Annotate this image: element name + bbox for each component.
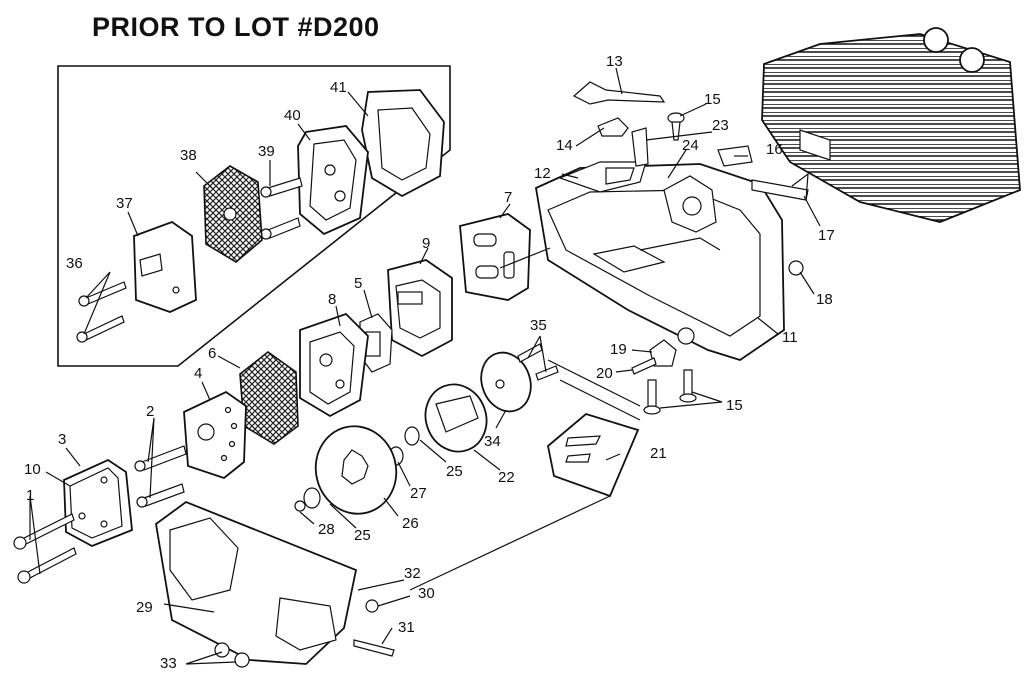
part-28-nut bbox=[294, 500, 306, 512]
callout-1: 1 bbox=[26, 487, 34, 504]
callout-12: 12 bbox=[534, 165, 551, 182]
callout-33: 33 bbox=[160, 655, 177, 672]
callout-18: 18 bbox=[816, 291, 833, 308]
part-40-gasket bbox=[297, 125, 369, 236]
part-26-sprocket-drum bbox=[314, 425, 398, 515]
callout-4: 4 bbox=[194, 365, 202, 382]
part-14-clip bbox=[597, 117, 629, 137]
part-38-spark-screen bbox=[203, 165, 263, 263]
callout-8: 8 bbox=[328, 291, 336, 308]
diagram-title: PRIOR TO LOT #D200 bbox=[92, 12, 380, 42]
callout-14: 14 bbox=[556, 137, 573, 154]
part-2-screws bbox=[134, 445, 187, 508]
callout-37: 37 bbox=[116, 195, 133, 212]
part-11-housing bbox=[534, 161, 785, 361]
part-25-washer bbox=[303, 426, 420, 509]
callout-15-top: 15 bbox=[704, 91, 721, 108]
callout-27: 27 bbox=[410, 485, 427, 502]
part-39-screws bbox=[260, 177, 303, 240]
callout-38: 38 bbox=[180, 147, 197, 164]
part-34-disc bbox=[480, 351, 532, 413]
callout-31: 31 bbox=[398, 619, 415, 636]
callout-35: 35 bbox=[530, 317, 547, 334]
part-1-bolts bbox=[13, 513, 77, 584]
callout-11: 11 bbox=[782, 329, 798, 346]
callout-13: 13 bbox=[606, 53, 623, 70]
part-21-plate bbox=[547, 412, 640, 498]
callout-29: 29 bbox=[136, 599, 153, 616]
callout-40: 40 bbox=[284, 107, 301, 124]
part-30-nut bbox=[365, 599, 379, 613]
part-33-nuts bbox=[214, 642, 250, 668]
callout-20: 20 bbox=[596, 365, 613, 382]
callout-7: 7 bbox=[504, 189, 512, 206]
callout-2: 2 bbox=[146, 403, 154, 420]
part-4-plate bbox=[183, 390, 247, 480]
part-20-screw bbox=[631, 357, 657, 375]
callout-17: 17 bbox=[818, 227, 835, 244]
part-15-screws-bottom bbox=[643, 369, 697, 415]
callout-28: 28 bbox=[318, 521, 335, 538]
callout-32: 32 bbox=[404, 565, 421, 582]
callout-3: 3 bbox=[58, 431, 66, 448]
callout-25-right: 25 bbox=[446, 463, 463, 480]
callout-9: 9 bbox=[422, 235, 430, 252]
leader-lines bbox=[29, 67, 821, 665]
part-8-gasket bbox=[299, 312, 369, 418]
part-29-clutch-cover bbox=[155, 500, 358, 665]
part-37-muffler-body bbox=[133, 220, 197, 313]
part-23-pin bbox=[631, 127, 649, 167]
callout-23: 23 bbox=[712, 117, 729, 134]
callout-6: 6 bbox=[208, 345, 216, 362]
inset-frame bbox=[57, 65, 451, 367]
callout-39: 39 bbox=[258, 143, 275, 160]
part-3-muffler bbox=[63, 458, 133, 547]
part-18-nut bbox=[788, 260, 804, 276]
callout-30: 30 bbox=[418, 585, 435, 602]
part-13-bracket bbox=[572, 81, 666, 105]
callout-22: 22 bbox=[498, 469, 515, 486]
part-22-clutch bbox=[424, 383, 488, 453]
callout-36: 36 bbox=[66, 255, 83, 272]
part-31-screw bbox=[353, 639, 395, 657]
part-36-bolts bbox=[76, 281, 127, 343]
part-6-spark-screen bbox=[239, 351, 299, 445]
callout-26: 26 bbox=[402, 515, 419, 532]
engine-assembly bbox=[761, 27, 1021, 223]
callout-15-bottom: 15 bbox=[726, 397, 743, 414]
callout-16: 16 bbox=[766, 141, 783, 158]
part-41-muffler-cover bbox=[361, 89, 445, 198]
callout-5: 5 bbox=[354, 275, 362, 292]
callout-34: 34 bbox=[484, 433, 501, 450]
callout-25-left: 25 bbox=[354, 527, 371, 544]
callout-10: 10 bbox=[24, 461, 41, 478]
part-7-plate bbox=[459, 213, 531, 301]
callout-24: 24 bbox=[682, 137, 699, 154]
callout-labels: 36 37 38 39 40 41 1 2 3 4 5 6 7 8 9 10 1… bbox=[24, 53, 835, 672]
callout-19: 19 bbox=[610, 341, 627, 358]
callout-21: 21 bbox=[650, 445, 667, 462]
part-9-muffler-body bbox=[387, 259, 453, 358]
callout-41: 41 bbox=[330, 79, 347, 96]
